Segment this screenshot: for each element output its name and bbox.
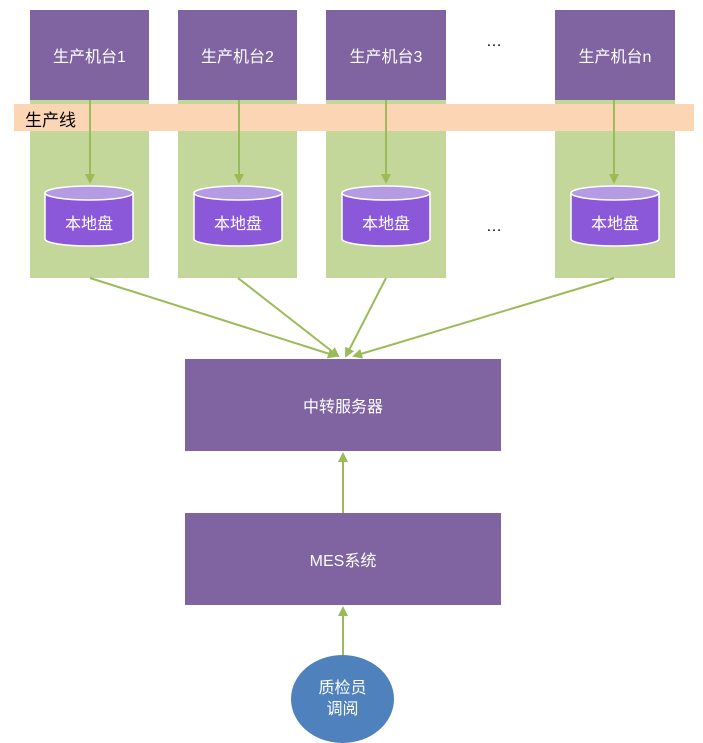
machine-2: 生产机台2 <box>178 10 297 100</box>
disk-1-label: 本地盘 <box>65 214 113 233</box>
ellipsis-middle: … <box>486 218 502 235</box>
inspector-node: 质检员 调阅 <box>291 655 394 743</box>
disk-1: 本地盘 <box>44 185 134 247</box>
arrow-columnn-to-relay <box>352 277 615 359</box>
disk-2: 本地盘 <box>193 185 283 247</box>
mes-system: MES系统 <box>185 513 501 605</box>
disk-n: 本地盘 <box>570 185 660 247</box>
disk-3-label: 本地盘 <box>362 214 410 233</box>
arrow-column1-to-relay <box>89 277 338 359</box>
arrow-column2-to-relay <box>237 277 340 358</box>
machine-n: 生产机台n <box>555 10 675 100</box>
production-line-band <box>14 104 694 131</box>
production-line-label: 生产线 <box>25 111 76 130</box>
disk-3: 本地盘 <box>341 185 431 247</box>
inspector-line-2: 调阅 <box>326 701 359 718</box>
disk-n-label: 本地盘 <box>591 214 639 233</box>
disk-2-label: 本地盘 <box>214 214 262 233</box>
relay-server: 中转服务器 <box>185 359 501 451</box>
machine-3: 生产机台3 <box>326 10 446 100</box>
inspector-line-1: 质检员 <box>318 680 367 697</box>
ellipsis-top: … <box>486 33 502 50</box>
machine-1: 生产机台1 <box>30 10 149 100</box>
arrow-column3-to-relay <box>345 277 387 358</box>
